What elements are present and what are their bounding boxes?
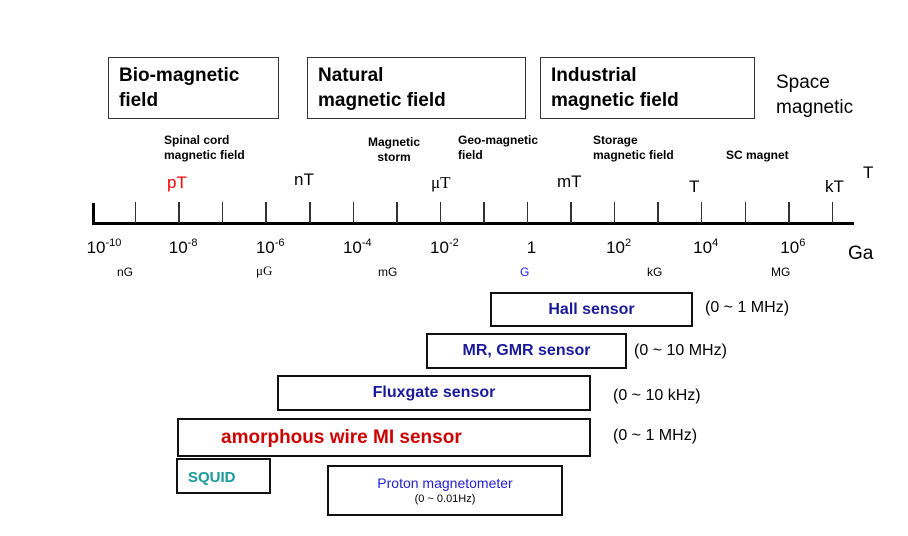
gauss-uG: μG bbox=[256, 263, 273, 278]
category-space-magnetic: Space magnetic bbox=[776, 70, 853, 120]
sensor-amorphous-mi-label: amorphous wire MI sensor bbox=[221, 426, 462, 448]
gauss-mG: mG bbox=[378, 265, 398, 279]
gauss-MG: MG bbox=[771, 265, 791, 279]
axis-tick bbox=[831, 202, 834, 223]
axis-exponent-label: 106 bbox=[780, 237, 806, 258]
axis-exponent-label: 10-4 bbox=[342, 237, 372, 258]
example-magnetic-storm: Magnetic storm bbox=[368, 135, 420, 165]
band-mr-gmr: (0 ~ 10 MHz) bbox=[634, 342, 727, 359]
example-geo-line2: field bbox=[458, 148, 483, 162]
sensor-squid-label: SQUID bbox=[188, 469, 236, 486]
axis-tick bbox=[700, 202, 703, 223]
sensor-squid: SQUID bbox=[176, 458, 271, 494]
axis-tick bbox=[178, 202, 180, 223]
sensor-amorphous-mi: amorphous wire MI sensor bbox=[177, 418, 591, 457]
category-industrial-magnetic-field: Industrial magnetic field bbox=[540, 57, 755, 119]
axis-exponent-label: 10-10 bbox=[86, 237, 122, 258]
category-bio-line1: Bio-magnetic bbox=[119, 65, 240, 86]
example-storm-line2: storm bbox=[377, 150, 411, 164]
axis-tick bbox=[570, 202, 572, 223]
axis-line bbox=[92, 222, 854, 225]
sensor-fluxgate: Fluxgate sensor bbox=[277, 375, 591, 411]
axis-tick bbox=[309, 202, 311, 223]
axis-exponent-label: 10-2 bbox=[430, 237, 459, 258]
axis-tick bbox=[526, 202, 529, 223]
axis-exponent-label: 102 bbox=[606, 237, 632, 258]
category-industrial-line2: magnetic field bbox=[551, 90, 679, 111]
axis-tick bbox=[352, 202, 355, 223]
category-space-line2: magnetic bbox=[776, 97, 854, 118]
axis-tick bbox=[788, 202, 790, 223]
category-natural-magnetic-field: Natural magnetic field bbox=[307, 57, 526, 119]
band-proton: (0 ~ 0.01Hz) bbox=[414, 493, 476, 505]
axis-tick bbox=[657, 202, 659, 223]
example-storm-line1: Magnetic bbox=[368, 135, 421, 149]
sensor-hall: Hall sensor bbox=[490, 292, 693, 327]
category-bio-line2: field bbox=[119, 90, 159, 111]
example-geo-line1: Geo-magnetic bbox=[458, 133, 539, 147]
example-spinal-line1: Spinal cord bbox=[164, 133, 230, 147]
band-hall: (0 ~ 1 MHz) bbox=[705, 299, 790, 316]
axis-exponent-label: 1 bbox=[526, 238, 537, 257]
axis-exponent-label: 104 bbox=[693, 237, 719, 258]
sensor-mr-gmr-label: MR, GMR sensor bbox=[462, 342, 591, 359]
gauss-kG: kG bbox=[647, 265, 663, 279]
example-storage-line2: magnetic field bbox=[593, 148, 674, 162]
axis-tick bbox=[221, 202, 224, 223]
example-storage-line1: Storage bbox=[593, 133, 638, 147]
category-space-line1: Space bbox=[776, 72, 830, 93]
sensor-fluxgate-label: Fluxgate sensor bbox=[372, 384, 496, 401]
sensor-proton-magnetometer: Proton magnetometer (0 ~ 0.01Hz) bbox=[327, 465, 563, 516]
gauss-G: G bbox=[520, 265, 530, 279]
unit-nT: nT bbox=[294, 170, 314, 189]
unit-mT: mT bbox=[557, 172, 582, 191]
axis-tick bbox=[483, 202, 485, 223]
axis-unit-gauss: Ga bbox=[848, 243, 874, 264]
sensor-mr-gmr: MR, GMR sensor bbox=[426, 333, 627, 369]
category-natural-line1: Natural bbox=[318, 65, 384, 86]
gauss-nG: nG bbox=[117, 265, 134, 279]
axis-tick bbox=[134, 202, 137, 223]
example-sc-line1: SC magnet bbox=[726, 148, 789, 162]
band-amorphous-mi: (0 ~ 1 MHz) bbox=[613, 427, 698, 444]
sensor-proton-label: Proton magnetometer bbox=[377, 475, 513, 491]
category-bio-magnetic-field: Bio-magnetic field bbox=[108, 57, 279, 119]
axis-exponent-label: 10-6 bbox=[255, 237, 285, 258]
example-spinal-cord: Spinal cord magnetic field bbox=[164, 133, 245, 163]
axis-tick bbox=[613, 202, 616, 223]
example-sc-magnet: SC magnet bbox=[726, 148, 789, 163]
axis-tick bbox=[744, 202, 746, 223]
axis-tick bbox=[265, 202, 267, 223]
unit-uT: μT bbox=[431, 173, 451, 192]
unit-T: T bbox=[689, 177, 700, 196]
axis-tick bbox=[92, 203, 95, 224]
example-storage-magnetic: Storage magnetic field bbox=[593, 133, 674, 163]
category-industrial-line1: Industrial bbox=[551, 65, 637, 86]
category-natural-line2: magnetic field bbox=[318, 90, 446, 111]
axis-exponent-label: 10-8 bbox=[168, 237, 198, 258]
example-geo-magnetic: Geo-magnetic field bbox=[458, 133, 538, 163]
unit-T-cut: T bbox=[863, 163, 874, 182]
example-spinal-line2: magnetic field bbox=[164, 148, 245, 162]
unit-pT: pT bbox=[167, 173, 187, 192]
sensor-hall-label: Hall sensor bbox=[548, 300, 635, 318]
axis-tick bbox=[396, 202, 398, 223]
unit-kT: kT bbox=[825, 177, 844, 196]
band-fluxgate: (0 ~ 10 kHz) bbox=[613, 387, 701, 404]
axis-tick bbox=[439, 202, 442, 223]
